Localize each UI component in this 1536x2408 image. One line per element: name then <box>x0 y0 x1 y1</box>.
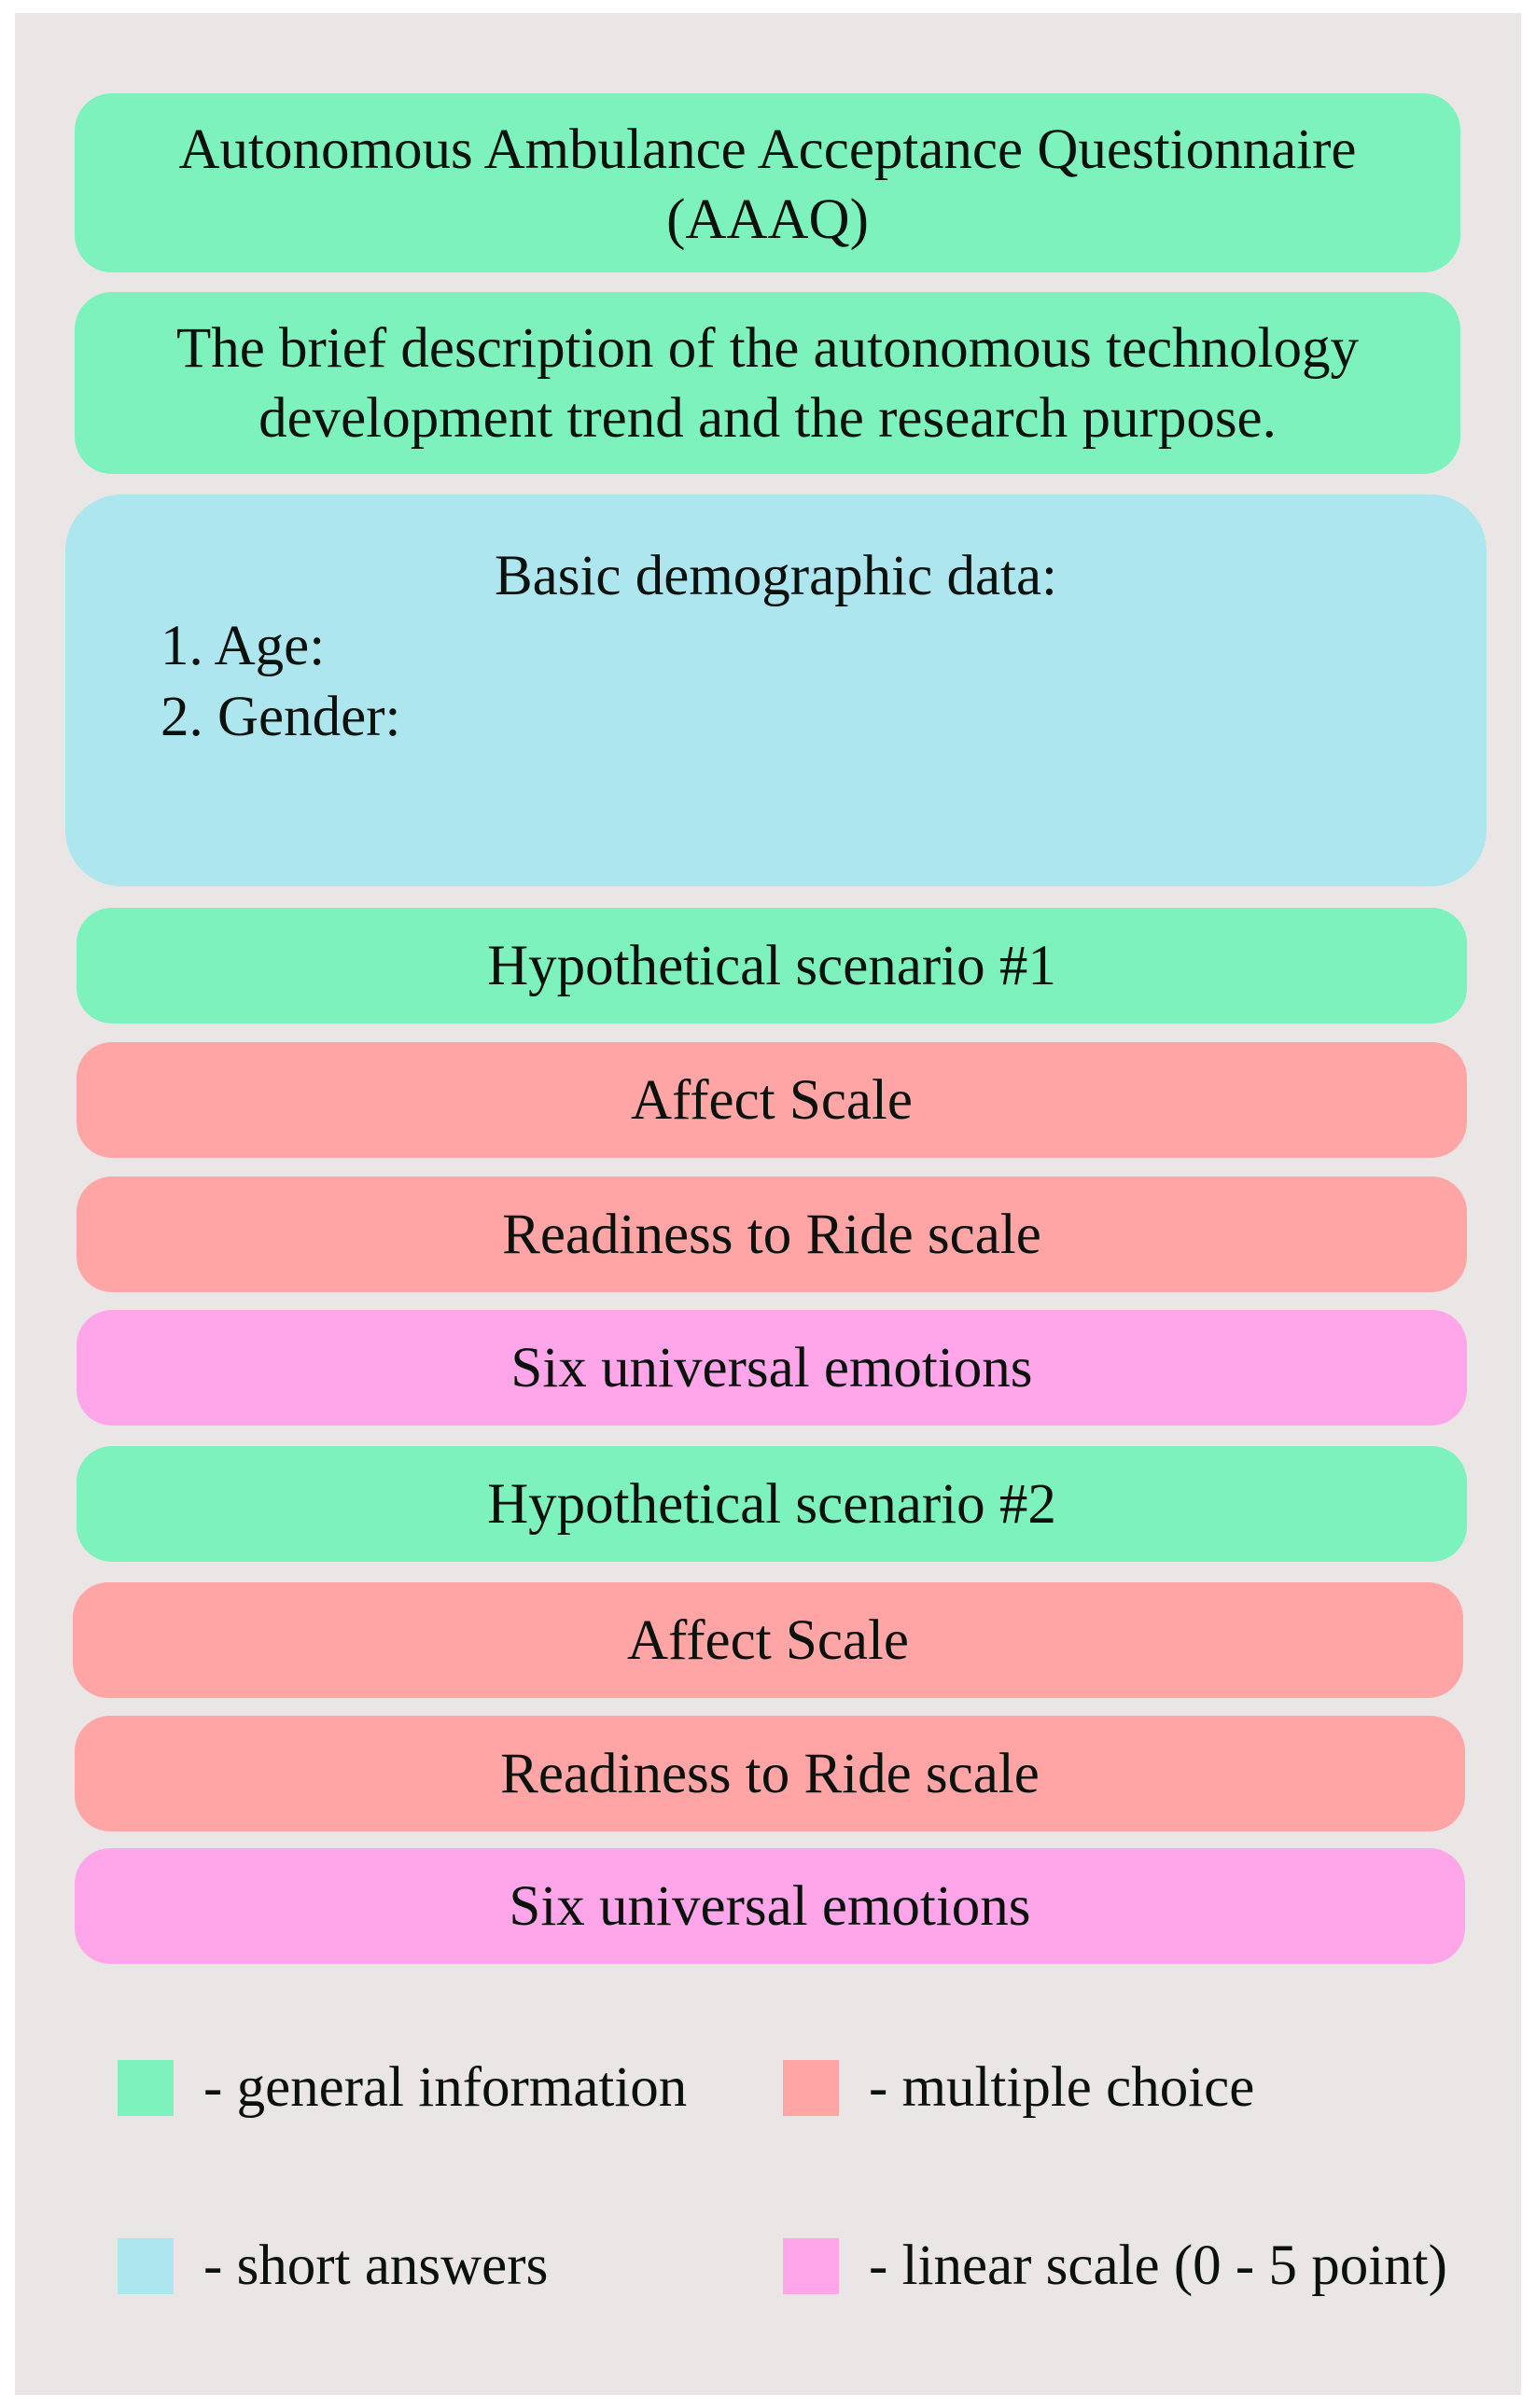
section-six-universal-emotions-1: Six universal emotions <box>77 1310 1467 1426</box>
questionnaire-title-box: Autonomous Ambulance Acceptance Question… <box>75 93 1460 272</box>
section-readiness-to-ride-2: Readiness to Ride scale <box>75 1716 1465 1831</box>
blue-swatch-icon <box>118 2237 174 2294</box>
demographics-item-gender: 2. Gender: <box>161 686 401 748</box>
section-readiness-to-ride-1: Readiness to Ride scale <box>77 1176 1467 1292</box>
section-label: Readiness to Ride scale <box>502 1203 1041 1266</box>
description-line-1: The brief description of the autonomous … <box>175 316 1360 380</box>
legend-general-information: - general information <box>118 2053 687 2123</box>
section-affect-scale-1: Affect Scale <box>77 1042 1467 1158</box>
demographics-list: 1. Age: 2. Gender: <box>161 611 400 753</box>
legend-label: - multiple choice <box>869 2055 1255 2119</box>
green-swatch-icon <box>118 2059 174 2116</box>
demographics-item-age: 1. Age: <box>161 615 326 677</box>
legend-label: - general information <box>203 2055 688 2119</box>
section-label: Six universal emotions <box>509 1874 1031 1938</box>
description-line-2: development trend and the research purpo… <box>258 386 1277 450</box>
section-six-universal-emotions-2: Six universal emotions <box>75 1848 1465 1964</box>
section-label: Affect Scale <box>630 1068 914 1132</box>
legend-multiple-choice: - multiple choice <box>783 2053 1254 2123</box>
section-affect-scale-2: Affect Scale <box>73 1582 1463 1698</box>
red-swatch-icon <box>783 2059 839 2116</box>
description-box: The brief description of the autonomous … <box>75 292 1460 474</box>
title-line-1: Autonomous Ambulance Acceptance Question… <box>178 118 1357 181</box>
legend-linear-scale: - linear scale (0 - 5 point) <box>783 2231 1447 2301</box>
section-hypothetical-scenario-2: Hypothetical scenario #2 <box>77 1446 1467 1562</box>
demographics-box: Basic demographic data: 1. Age: 2. Gende… <box>65 494 1487 886</box>
title-line-2: (AAAQ) <box>666 188 869 251</box>
demographics-heading: Basic demographic data: <box>494 545 1057 607</box>
legend-short-answers: - short answers <box>118 2231 548 2301</box>
section-label: Hypothetical scenario #1 <box>487 934 1056 997</box>
section-label: Hypothetical scenario #2 <box>487 1472 1056 1536</box>
section-label: Six universal emotions <box>510 1336 1033 1399</box>
section-hypothetical-scenario-1: Hypothetical scenario #1 <box>77 908 1467 1023</box>
section-label: Affect Scale <box>626 1608 910 1672</box>
section-label: Readiness to Ride scale <box>500 1742 1040 1805</box>
legend-label: - linear scale (0 - 5 point) <box>869 2234 1447 2297</box>
legend-label: - short answers <box>203 2234 549 2297</box>
pink-swatch-icon <box>783 2237 839 2294</box>
